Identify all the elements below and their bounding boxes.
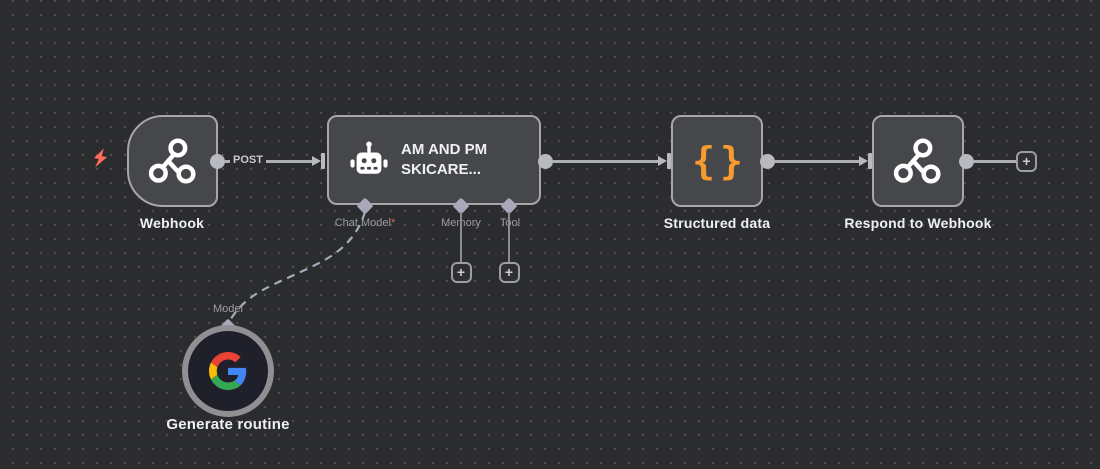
webhook-icon: [892, 135, 944, 187]
port-label-model: Model: [213, 303, 243, 315]
output-port-respond[interactable]: [958, 153, 974, 169]
output-port-agent[interactable]: [537, 153, 553, 169]
input-port-agent[interactable]: [321, 153, 325, 169]
port-label-tool: Tool: [499, 217, 521, 229]
required-marker: *: [390, 217, 396, 229]
node-generate-routine[interactable]: [182, 325, 274, 417]
arrowhead-respond-input: [859, 156, 868, 166]
node-webhook[interactable]: [127, 115, 218, 207]
connection-agent-structured: [552, 160, 658, 163]
connection-webhook-agent: [224, 160, 314, 163]
connection-respond-plus: [973, 160, 1016, 163]
output-port-webhook[interactable]: [209, 153, 225, 169]
add-next-node-button[interactable]: +: [1016, 150, 1037, 172]
node-ai-agent[interactable]: AM AND PM SKICARE...: [327, 115, 541, 205]
trigger-lightning-icon: [92, 148, 109, 168]
wire-label-post: POST: [230, 154, 266, 166]
port-label-chat-model-text: Chat Model: [334, 217, 391, 229]
node-label-generate-routine: Generate routine: [166, 416, 290, 433]
node-respond-webhook[interactable]: [872, 115, 964, 207]
arrowhead-structured-input: [658, 156, 667, 166]
arrowhead-agent-input: [312, 156, 321, 166]
stub-memory: [460, 212, 462, 262]
add-memory-button[interactable]: +: [450, 261, 472, 283]
stub-tool: [508, 212, 510, 262]
json-braces-icon: {}: [692, 139, 748, 183]
node-structured-data[interactable]: {}: [671, 115, 763, 207]
input-port-respond[interactable]: [868, 153, 872, 169]
google-icon: [209, 352, 247, 390]
port-label-chat-model: Chat Model*: [335, 217, 396, 229]
connection-structured-respond: [774, 160, 859, 163]
webhook-icon: [147, 135, 199, 187]
node-label-respond: Respond to Webhook: [844, 215, 992, 231]
agent-title: AM AND PM SKICARE...: [401, 140, 488, 178]
input-port-structured[interactable]: [667, 153, 671, 169]
add-tool-button[interactable]: +: [498, 261, 520, 283]
robot-icon: [347, 138, 391, 182]
output-port-structured[interactable]: [759, 153, 775, 169]
node-label-structured: Structured data: [663, 215, 771, 231]
node-label-webhook: Webhook: [139, 215, 205, 231]
